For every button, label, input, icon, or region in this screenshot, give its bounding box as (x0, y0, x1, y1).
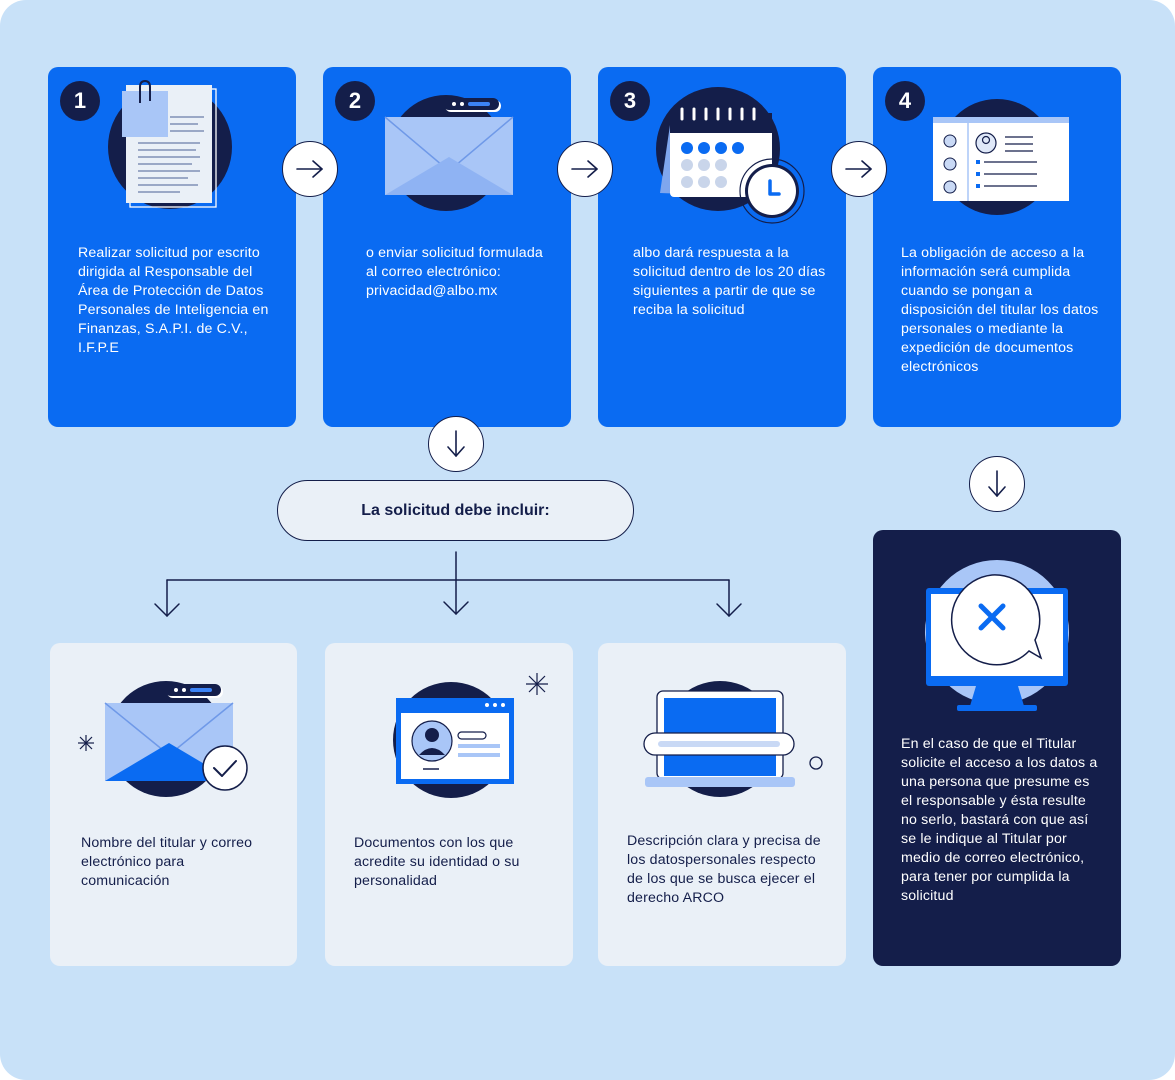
step-description: La obligación de acceso a la información… (901, 245, 1099, 375)
requirements-title: La solicitud debe incluir: (277, 480, 634, 541)
arrow-down-icon (969, 456, 1025, 512)
laptop-icon (643, 681, 823, 797)
step-description: o enviar solicitud formulada al correo e… (366, 245, 543, 299)
step-number-badge: 3 (610, 81, 650, 121)
step-card-2: 2 o enviar solicitud formulada al correo… (323, 67, 571, 427)
step-number-badge: 4 (885, 81, 925, 121)
exception-description: En el caso de que el Titular solicite el… (901, 736, 1098, 904)
requirement-card-1: Nombre del titular y correo electrónico … (50, 643, 297, 966)
step-card-1: 1 Realizar solicitud por escrito dirigid… (48, 67, 296, 427)
arrow-right-icon (282, 141, 338, 197)
requirement-description: Nombre del titular y correo electrónico … (81, 835, 253, 889)
profile-list-icon (933, 99, 1069, 215)
step-number-badge: 2 (335, 81, 375, 121)
envelope-icon (384, 95, 514, 211)
requirement-description: Descripción clara y precisa de los datos… (627, 833, 821, 906)
step-card-3: 3 albo dará resp (598, 67, 846, 427)
step-card-4: 4 La obligación de acceso a la informaci… (873, 67, 1121, 427)
step-number-badge: 1 (60, 81, 100, 121)
exception-card: En el caso de que el Titular solicite el… (873, 530, 1121, 966)
arrow-right-icon (557, 141, 613, 197)
envelope-check-icon (78, 681, 248, 797)
calendar-clock-icon (656, 87, 805, 224)
requirement-card-3: Descripción clara y precisa de los datos… (598, 643, 846, 966)
arrow-down-icon (428, 416, 484, 472)
requirement-card-2: Documentos con los que acredite su ident… (325, 643, 573, 966)
id-card-icon (393, 673, 548, 798)
document-icon (108, 79, 232, 209)
arrow-right-icon (831, 141, 887, 197)
step-description: Realizar solicitud por escrito dirigida … (78, 245, 269, 356)
step-description: albo dará respuesta a la solicitud dentr… (633, 245, 826, 318)
monitor-x-icon (925, 560, 1069, 711)
requirement-description: Documentos con los que acredite su ident… (354, 835, 520, 889)
